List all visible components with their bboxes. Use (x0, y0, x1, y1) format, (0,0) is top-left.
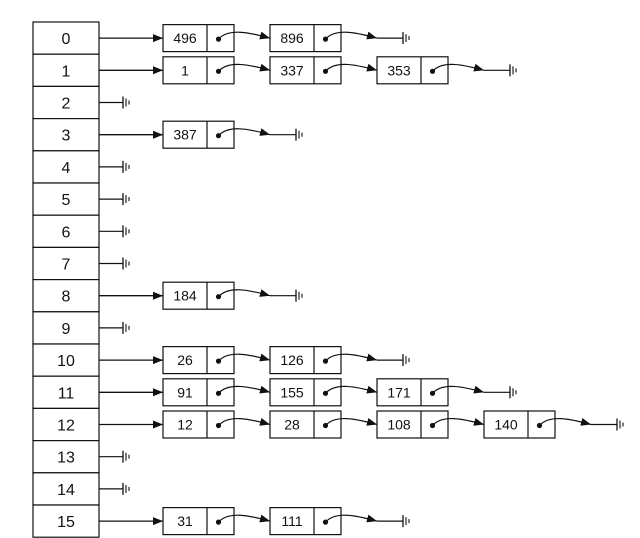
list-node-value: 91 (177, 384, 193, 400)
list-node (162, 410, 235, 439)
list-node-value: 31 (177, 513, 193, 529)
bucket-row: 3 387 (32, 117, 303, 152)
null-pointer-arrow (325, 31, 378, 40)
list-node (162, 56, 235, 85)
array-slot (32, 117, 100, 152)
list-node-value: 12 (177, 417, 193, 433)
list-node (269, 24, 342, 53)
bucket-row: 9 (32, 311, 130, 345)
next-pointer-arrow (218, 418, 271, 426)
bucket-index-label: 14 (57, 482, 75, 499)
next-pointer-arrow (325, 418, 378, 426)
bucket-row: 10 26 126 (32, 343, 410, 377)
list-node-value: 496 (173, 30, 197, 46)
bucket-row: 0 496 896 (32, 21, 410, 55)
list-node (376, 56, 449, 85)
null-pointer-arrow (432, 63, 485, 72)
bucket-index-label: 8 (62, 289, 71, 306)
bucket-index-label: 0 (62, 31, 71, 48)
bucket-row: 14 (32, 472, 130, 506)
bucket-index-label: 5 (62, 192, 71, 209)
bucket-index-label: 2 (62, 96, 71, 113)
list-node-value: 26 (177, 352, 193, 368)
next-pointer-arrow (218, 385, 271, 394)
bucket-row: 2 (32, 85, 130, 120)
array-slot (32, 214, 100, 248)
bucket-row: 13 (32, 440, 130, 474)
list-node (162, 346, 235, 375)
list-node-value: 171 (387, 384, 411, 400)
bucket-row: 4 (32, 150, 130, 184)
list-node-value: 126 (280, 352, 304, 368)
null-pointer-arrow (325, 514, 378, 523)
list-node (269, 410, 342, 439)
list-node-value: 184 (173, 288, 197, 304)
bucket-index-label: 12 (57, 418, 75, 435)
null-pointer-arrow (218, 289, 271, 298)
list-node (162, 120, 235, 149)
list-node (269, 346, 342, 375)
next-pointer-arrow (218, 31, 271, 40)
list-node (269, 507, 342, 536)
array-slot (32, 311, 100, 345)
list-node-value: 353 (387, 62, 411, 78)
bucket-index-label: 11 (58, 385, 75, 402)
list-node-value: 337 (280, 62, 304, 78)
next-pointer-arrow (325, 385, 378, 394)
array-slot (32, 375, 100, 410)
null-pointer-arrow (432, 385, 485, 394)
list-node-value: 140 (494, 417, 518, 433)
bucket-index-label: 4 (62, 160, 71, 177)
list-node-value: 1 (181, 62, 189, 78)
list-node-value: 896 (280, 30, 304, 46)
list-node-value: 28 (284, 417, 300, 433)
list-node-value: 108 (387, 417, 411, 433)
list-node (269, 56, 342, 85)
next-pointer-arrow (218, 353, 271, 362)
list-node (162, 507, 235, 536)
list-node (162, 378, 235, 407)
array-slot (32, 407, 100, 442)
next-pointer-arrow (218, 63, 271, 72)
list-node (269, 378, 342, 407)
null-pointer-arrow (218, 128, 271, 137)
list-node (376, 410, 449, 439)
bucket-row: 11 91 155 171 (32, 375, 517, 410)
bucket-index-label: 15 (57, 514, 75, 531)
null-pointer-arrow (325, 353, 378, 362)
bucket-index-label: 1 (62, 63, 71, 80)
bucket-row: 6 (32, 214, 130, 248)
list-node-value: 387 (173, 127, 197, 143)
next-pointer-arrow (432, 418, 485, 426)
list-node-value: 155 (280, 384, 304, 400)
null-pointer-arrow (539, 418, 592, 426)
bucket-row: 15 31 111 (32, 504, 410, 538)
list-node (376, 378, 449, 407)
list-node-value: 111 (281, 513, 302, 529)
bucket-index-label: 9 (62, 321, 71, 338)
bucket-row: 1 1 337 353 (32, 53, 517, 88)
bucket-row: 12 12 28 108 140 (32, 407, 624, 442)
next-pointer-arrow (325, 63, 378, 72)
array-slot (32, 279, 100, 313)
bucket-index-label: 10 (57, 353, 75, 370)
list-node (162, 24, 235, 53)
array-slot (32, 85, 100, 120)
bucket-index-label: 13 (57, 450, 75, 467)
list-node (162, 281, 235, 310)
list-node (483, 410, 556, 439)
array-slot (32, 504, 100, 538)
bucket-index-label: 3 (62, 128, 71, 145)
bucket-row: 5 (32, 182, 130, 216)
bucket-index-label: 7 (62, 257, 71, 274)
array-slot (32, 21, 100, 55)
next-pointer-arrow (218, 514, 271, 523)
bucket-row: 8 184 (32, 279, 303, 313)
bucket-row: 7 (32, 246, 130, 281)
bucket-index-label: 6 (62, 224, 71, 241)
